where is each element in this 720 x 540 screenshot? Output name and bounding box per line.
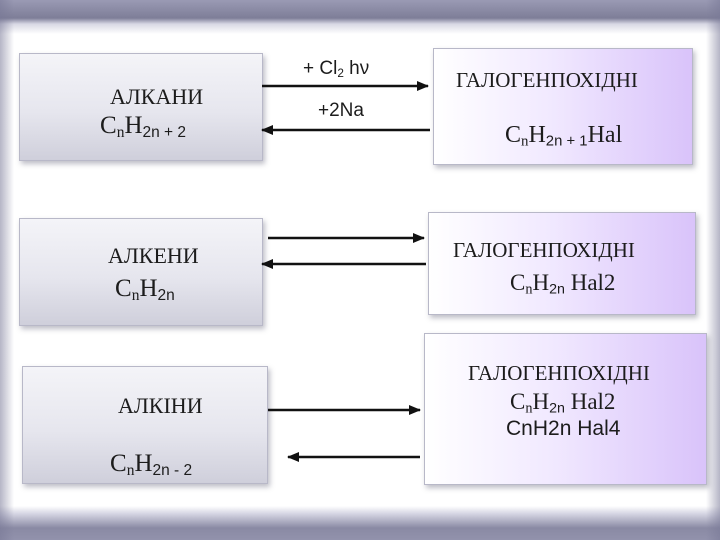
alkenes-formula: CnH2n [115,275,175,304]
slide-edge-left [0,0,14,540]
haloalkanes-formula: CnH2n + 1Hal [505,122,623,150]
alkenes-title: АЛКЕНИ [108,243,199,268]
alkynes-box [22,366,268,484]
alkynes-formula: CnH2n - 2 [110,450,193,479]
dihalo-formula: CnH2n Hal2 [510,270,616,298]
alkynes-title: АЛКІНИ [118,393,203,418]
tetrahalo-formula-1: CnH2n Hal2 [510,389,616,417]
dihalo-title: ГАЛОГЕНПОХІДНІ [453,238,635,262]
wurtz-label: +2Na [318,100,364,121]
tetrahalo-title: ГАЛОГЕНПОХІДНІ [468,361,650,385]
tetrahalo-formula-2: CnH2n Hal4 [506,417,621,440]
alkanes-title: АЛКАНИ [110,84,204,109]
alkanes-box [19,53,263,161]
chlorination-label: + Cl2 hν [303,58,370,80]
alkanes-formula: CnH2n + 2 [100,112,187,141]
haloalkanes-box [433,48,693,165]
tetrahalo-box [424,333,707,485]
alkenes-box [19,218,263,326]
slide-edge-right [706,0,720,540]
dihalo-box [428,212,696,315]
haloalkanes-title: ГАЛОГЕНПОХІДНІ [456,68,638,92]
